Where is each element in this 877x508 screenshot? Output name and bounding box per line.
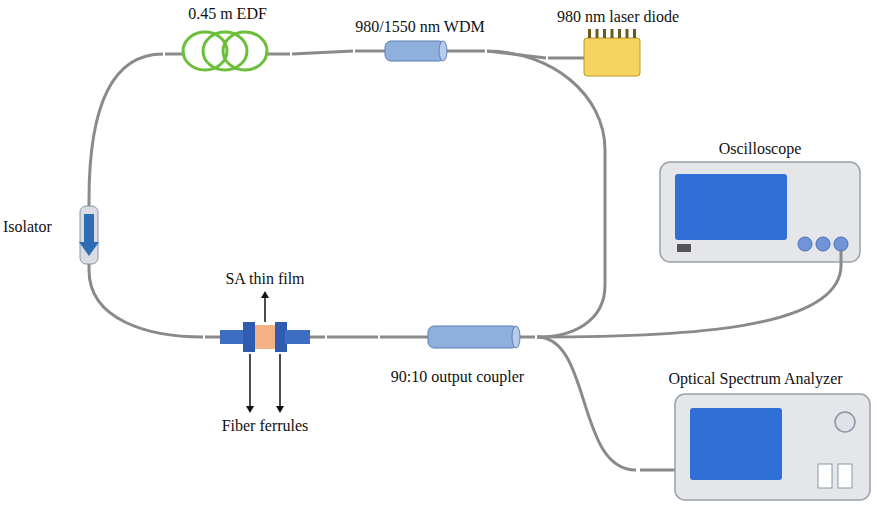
- symbol-part: [835, 412, 855, 432]
- symbol-part: [223, 32, 267, 70]
- optical-fiber: [537, 265, 841, 337]
- symbol-part: [518, 336, 535, 339]
- symbol-part: [380, 336, 428, 339]
- optical-fiber: [327, 335, 378, 338]
- symbol-part: [355, 50, 385, 53]
- diode-pin: [626, 29, 629, 38]
- symbol-part: [249, 354, 251, 408]
- saturable-absorber-connector-symbol: [205, 270, 325, 435]
- symbol-part: [88, 264, 91, 270]
- symbol-part: [690, 408, 782, 480]
- diode-pin: [588, 29, 591, 38]
- optical-fiber: [487, 51, 605, 337]
- symbol-part: [265, 53, 290, 56]
- symbol-part: [84, 214, 94, 244]
- optical-fiber: [292, 51, 353, 54]
- output-coupler: 90:10 output coupler: [378, 318, 537, 386]
- optical-fiber: [537, 337, 636, 470]
- symbol-part: [840, 251, 843, 265]
- diode-pin: [596, 29, 599, 38]
- symbol-part: [246, 406, 254, 413]
- optical-fiber: [89, 270, 203, 337]
- oscilloscope: Oscilloscope: [653, 140, 867, 265]
- symbol-part: [385, 41, 445, 61]
- symbol-part: [261, 291, 269, 298]
- optical-spectrum-analyzer: Optical Spectrum Analyzer: [636, 370, 875, 502]
- symbol-part: [243, 322, 255, 352]
- oscilloscope-symbol: [655, 140, 865, 265]
- symbol-part: [660, 162, 860, 262]
- symbol-part: [675, 394, 870, 500]
- component-label: 980 nm laser diode: [546, 8, 690, 26]
- symbol-part: [80, 206, 98, 264]
- isolator: Isolator: [3, 200, 103, 270]
- erbium-doped-fiber: 0.45 m EDF: [163, 5, 292, 73]
- component-label: Isolator: [3, 218, 52, 236]
- symbol-part: [512, 326, 520, 348]
- component-label: 0.45 m EDF: [163, 5, 292, 23]
- diode-pin: [603, 29, 606, 38]
- symbol-part: [255, 325, 275, 349]
- symbol-part: [183, 32, 227, 70]
- component-label: 90:10 output coupler: [378, 368, 537, 386]
- diode-pin: [611, 29, 614, 38]
- symbol-part: [88, 200, 91, 206]
- symbol-part: [675, 174, 787, 240]
- optical-fiber: [89, 54, 163, 200]
- symbol-part: [445, 50, 485, 53]
- symbol-part: [285, 330, 310, 344]
- symbol-part: [310, 336, 325, 339]
- symbol-part: [79, 242, 99, 256]
- symbol-part: [818, 464, 832, 488]
- symbol-part: [834, 237, 848, 251]
- symbol-part: [584, 38, 640, 76]
- symbol-part: [264, 296, 266, 322]
- symbol-part: [588, 29, 636, 38]
- diode-pin: [618, 29, 621, 38]
- laser-diode: 980 nm laser diode: [546, 8, 690, 78]
- symbol-part: [276, 406, 284, 413]
- symbol-part: [548, 57, 584, 60]
- optical-spectrum-analyzer-symbol: [640, 370, 875, 502]
- saturable-absorber-connector: SA thin filmFiber ferrules: [203, 270, 327, 435]
- component-label: SA thin film: [203, 270, 327, 288]
- component-label: Fiber ferrules: [203, 417, 327, 435]
- symbol-part: [640, 469, 675, 472]
- component-label: Optical Spectrum Analyzer: [636, 370, 875, 388]
- component-label: 980/1550 nm WDM: [353, 18, 487, 36]
- symbol-part: [798, 237, 812, 251]
- symbol-part: [279, 354, 281, 408]
- symbol-part: [439, 41, 447, 61]
- symbol-part: [205, 336, 220, 339]
- diode-pin: [633, 29, 636, 38]
- symbol-part: [838, 464, 852, 488]
- symbol-part: [677, 244, 691, 252]
- symbol-part: [203, 32, 247, 70]
- symbol-part: [816, 237, 830, 251]
- symbol-part: [428, 326, 518, 348]
- component-label: Oscilloscope: [653, 140, 867, 158]
- wdm-coupler: 980/1550 nm WDM: [353, 18, 487, 64]
- symbol-part: [220, 330, 245, 344]
